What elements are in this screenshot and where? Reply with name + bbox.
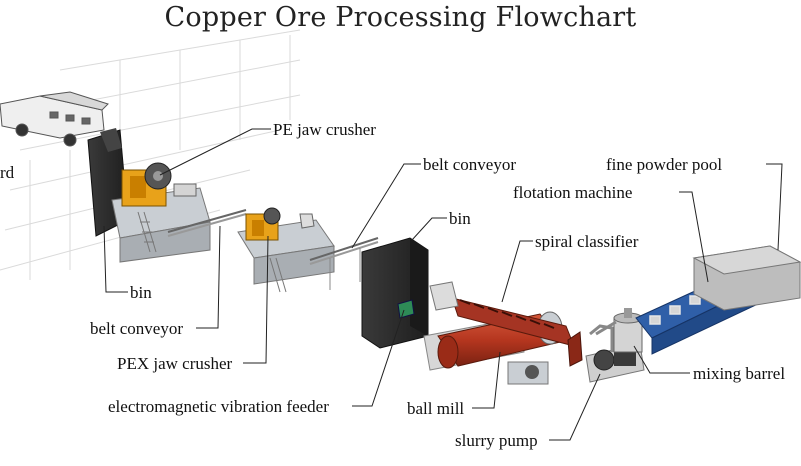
pe-jaw-crusher-unit (111, 162, 211, 263)
pex-jaw-crusher-unit (237, 207, 335, 293)
spiral-classifier-unit (429, 281, 583, 367)
label-bin-top: bin (449, 209, 471, 228)
belt-conveyor-1 (167, 209, 247, 237)
label-bin-bottom: bin (130, 283, 152, 302)
label-mixing-barrel: mixing barrel (693, 364, 786, 383)
label-fine-powder-pool: fine powder pool (606, 155, 723, 174)
label-ball-mill: ball mill (407, 399, 465, 418)
label-slurry-pump: slurry pump (455, 431, 538, 450)
bin-2 (361, 237, 429, 349)
label-belt-conveyor-bottom: belt conveyor (90, 319, 183, 338)
background-sketch-lines (0, 29, 301, 280)
label-truncated-left: rd (0, 163, 15, 182)
fine-powder-pool-unit (692, 245, 801, 311)
label-pex-jaw-crusher: PEX jaw crusher (117, 354, 233, 373)
label-pe-jaw-crusher: PE jaw crusher (273, 120, 376, 139)
callout-lines (103, 128, 783, 441)
mixing-barrel-unit (595, 308, 643, 353)
slurry-pump-unit (585, 324, 645, 383)
label-flotation-machine: flotation machine (513, 183, 633, 202)
label-spiral-classifier: spiral classifier (535, 232, 639, 251)
dump-truck (0, 91, 109, 147)
belt-conveyor-2 (309, 237, 379, 290)
label-electromagnetic-vibration-feeder: electromagnetic vibration feeder (108, 397, 329, 416)
page-title: Copper Ore Processing Flowchart (164, 2, 637, 33)
label-belt-conveyor-top: belt conveyor (423, 155, 516, 174)
